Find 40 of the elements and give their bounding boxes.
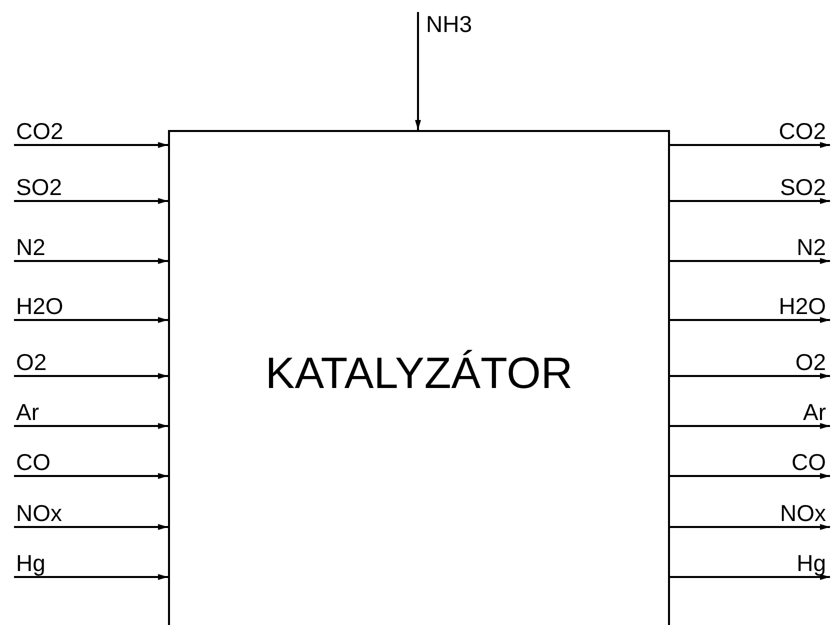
stream-label: NOx — [14, 501, 168, 527]
stream-label: Hg — [14, 551, 168, 577]
stream-label: N2 — [14, 235, 168, 261]
arrow — [670, 317, 830, 323]
arrow — [670, 524, 830, 530]
arrow — [670, 473, 830, 479]
stream-label: SO2 — [14, 175, 168, 201]
arrow — [670, 373, 830, 379]
arrow — [670, 574, 830, 580]
stream-label: CO2 — [14, 119, 168, 145]
stream-label: CO — [14, 450, 168, 476]
arrow — [670, 142, 830, 148]
stream-label: Ar — [670, 400, 830, 426]
node-label: KATALYZÁTOR — [265, 348, 573, 398]
arrow — [14, 373, 168, 379]
stream-label: Hg — [670, 551, 830, 577]
stream-label: O2 — [14, 350, 168, 376]
stream-label: SO2 — [670, 175, 830, 201]
stream-label: NH3 — [418, 12, 478, 38]
stream-label: N2 — [670, 235, 830, 261]
arrow — [14, 423, 168, 429]
arrow — [14, 258, 168, 264]
stream-label: NOx — [670, 501, 830, 527]
arrow — [14, 473, 168, 479]
stream-label: H2O — [14, 294, 168, 320]
process-box — [168, 130, 670, 625]
arrow — [14, 524, 168, 530]
stream-label: Ar — [14, 400, 168, 426]
arrow — [14, 142, 168, 148]
arrow — [14, 198, 168, 204]
stream-label: CO2 — [670, 119, 830, 145]
arrow — [415, 12, 421, 130]
arrow — [670, 198, 830, 204]
stream-label: CO — [670, 450, 830, 476]
stream-label: H2O — [670, 294, 830, 320]
arrow — [670, 423, 830, 429]
stream-label: O2 — [670, 350, 830, 376]
arrow — [14, 574, 168, 580]
arrow — [14, 317, 168, 323]
arrow — [670, 258, 830, 264]
